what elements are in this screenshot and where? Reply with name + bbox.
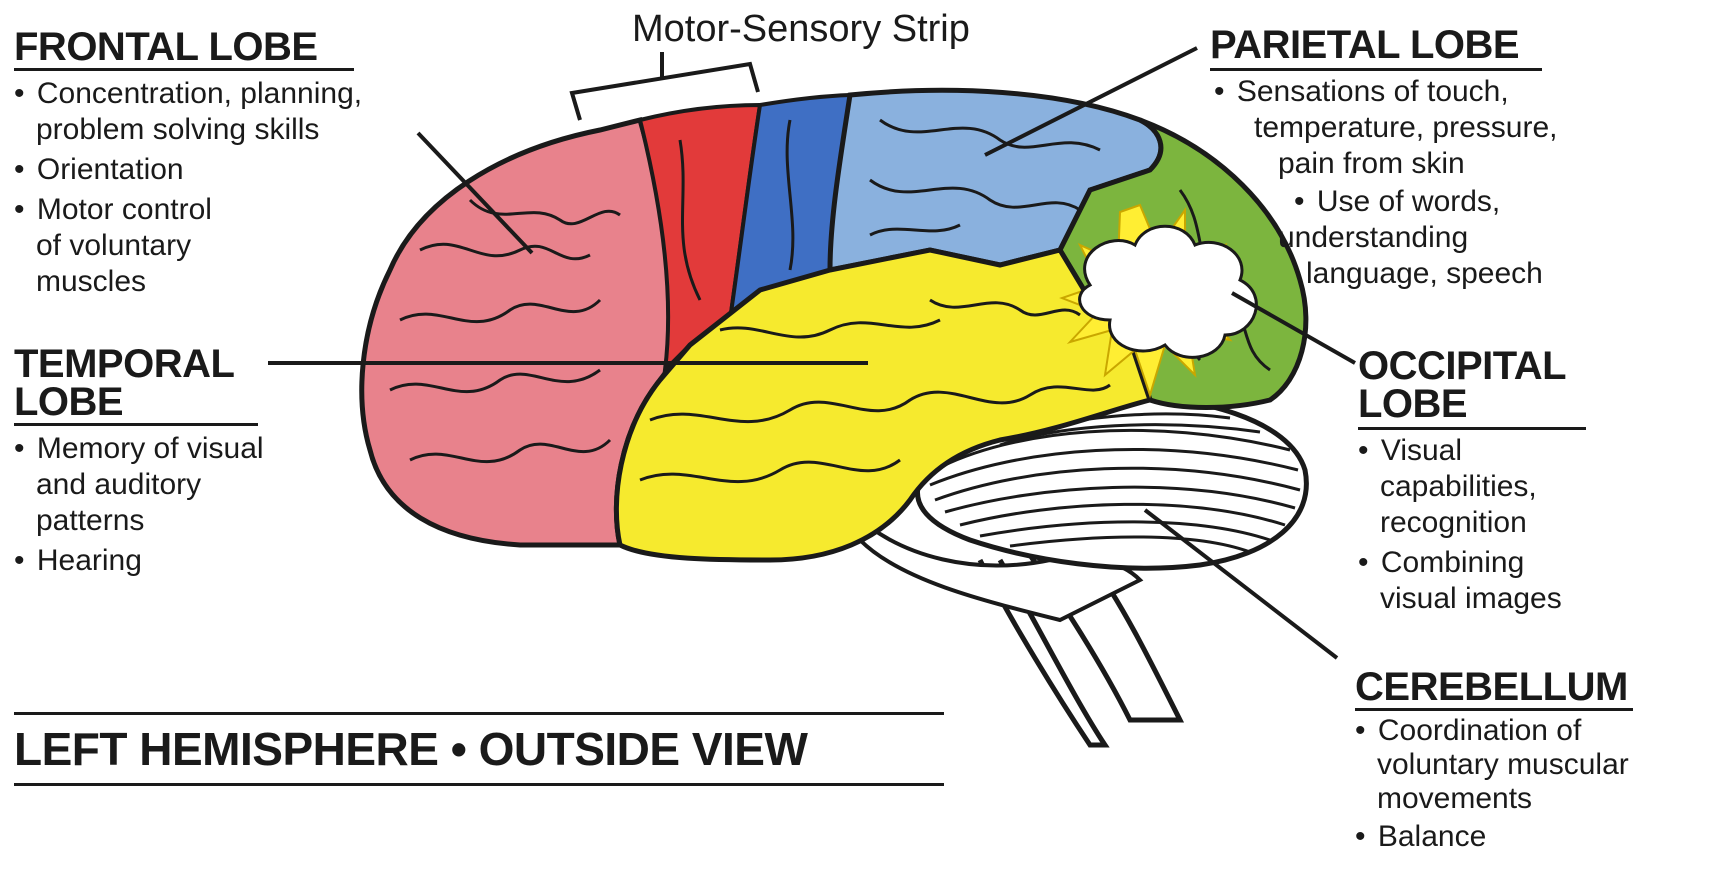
parietal-bullets: Sensations of touch, temperature, pressu… [1214,74,1557,292]
frontal-underline [14,68,354,71]
parietal-bullet-1: Sensations of touch, temperature, pressu… [1214,74,1557,182]
frontal-bullet-2: Orientation [14,152,362,188]
occipital-lobe-block: OCCIPITAL LOBE Visual capabilities, reco… [1358,347,1566,617]
frontal-lobe-heading: FRONTAL LOBE [14,28,362,66]
occipital-bullet-2: Combining visual images [1358,545,1566,617]
temporal-underline [14,423,258,426]
cerebellum-bullet-1: Coordination of voluntary muscular movem… [1355,714,1629,816]
temporal-heading-line1: TEMPORAL [14,345,264,383]
occipital-underline [1358,427,1586,430]
parietal-lobe-block: PARIETAL LOBE Sensations of touch, tempe… [1210,26,1557,292]
frontal-bullet-3: Motor control of voluntary muscles [14,192,362,300]
temporal-lobe-block: TEMPORAL LOBE Memory of visual and audit… [14,345,264,579]
temporal-bullet-1: Memory of visual and auditory patterns [14,431,264,539]
parietal-lobe-heading: PARIETAL LOBE [1210,26,1557,64]
footer-title: LEFT HEMISPHERE • OUTSIDE VIEW [14,722,807,776]
cerebellum-bullets: Coordination of voluntary muscular movem… [1355,714,1629,854]
occipital-bullet-1: Visual capabilities, recognition [1358,433,1566,541]
parietal-bullet-2: Use of words, understanding language, sp… [1294,184,1557,292]
temporal-bullet-2: Hearing [14,543,264,579]
cerebellum-bullet-2: Balance [1355,820,1629,854]
temporal-heading-line2: LOBE [14,383,264,421]
frontal-bullets: Concentration, planning, problem solving… [14,76,362,300]
cerebellum-heading: CEREBELLUM [1355,668,1629,706]
motor-sensory-strip-label: Motor-Sensory Strip [632,8,970,51]
temporal-bullets: Memory of visual and auditory patterns H… [14,431,264,579]
footer-rule-bottom [14,783,944,786]
occipital-heading-line1: OCCIPITAL [1358,347,1566,385]
parietal-underline [1210,68,1542,71]
frontal-lobe-block: FRONTAL LOBE Concentration, planning, pr… [14,28,362,300]
frontal-bullet-1: Concentration, planning, problem solving… [14,76,362,148]
footer-rule-top [14,712,944,715]
occipital-heading-line2: LOBE [1358,385,1566,423]
cerebellum-underline [1355,708,1633,711]
occipital-bullets: Visual capabilities, recognition Combini… [1358,433,1566,617]
cerebellum-block: CEREBELLUM Coordination of voluntary mus… [1355,668,1629,854]
